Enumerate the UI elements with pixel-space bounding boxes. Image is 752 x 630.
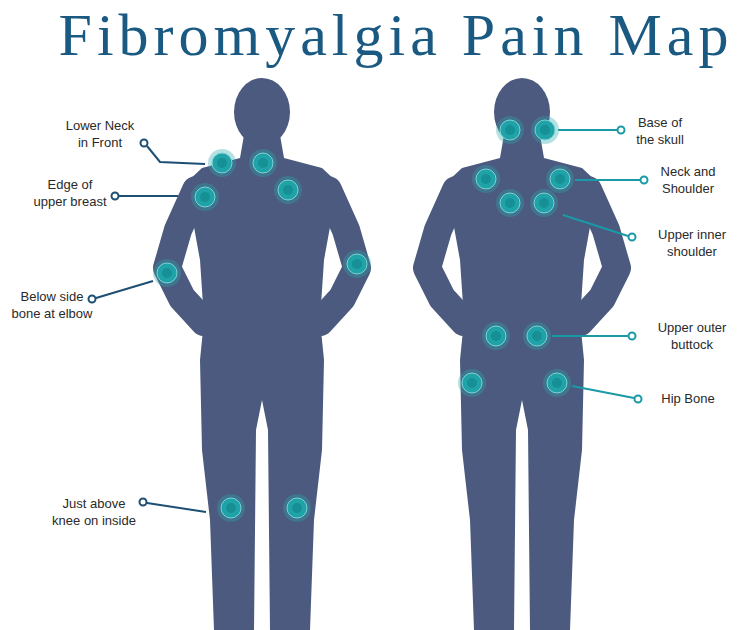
callout-label: Base of the skull: [630, 114, 690, 148]
callout-label: Hip Bone: [649, 390, 727, 407]
callout-label: Upper outer buttock: [653, 319, 731, 353]
callout-label: Lower Neck in Front: [62, 117, 138, 151]
callout-label: Edge of upper breast: [30, 176, 110, 210]
back-figure: [427, 78, 617, 630]
front-figure: [167, 78, 357, 630]
diagram-title: Fibromyalgia Pain Map: [40, 0, 752, 70]
callout-label: Upper inner shoulder: [653, 226, 731, 260]
callout-label: Just above knee on inside: [49, 495, 139, 529]
pain-points: [153, 116, 574, 522]
callout-label: Neck and Shoulder: [652, 163, 724, 197]
callout-label: Below side bone at elbow: [9, 288, 95, 322]
